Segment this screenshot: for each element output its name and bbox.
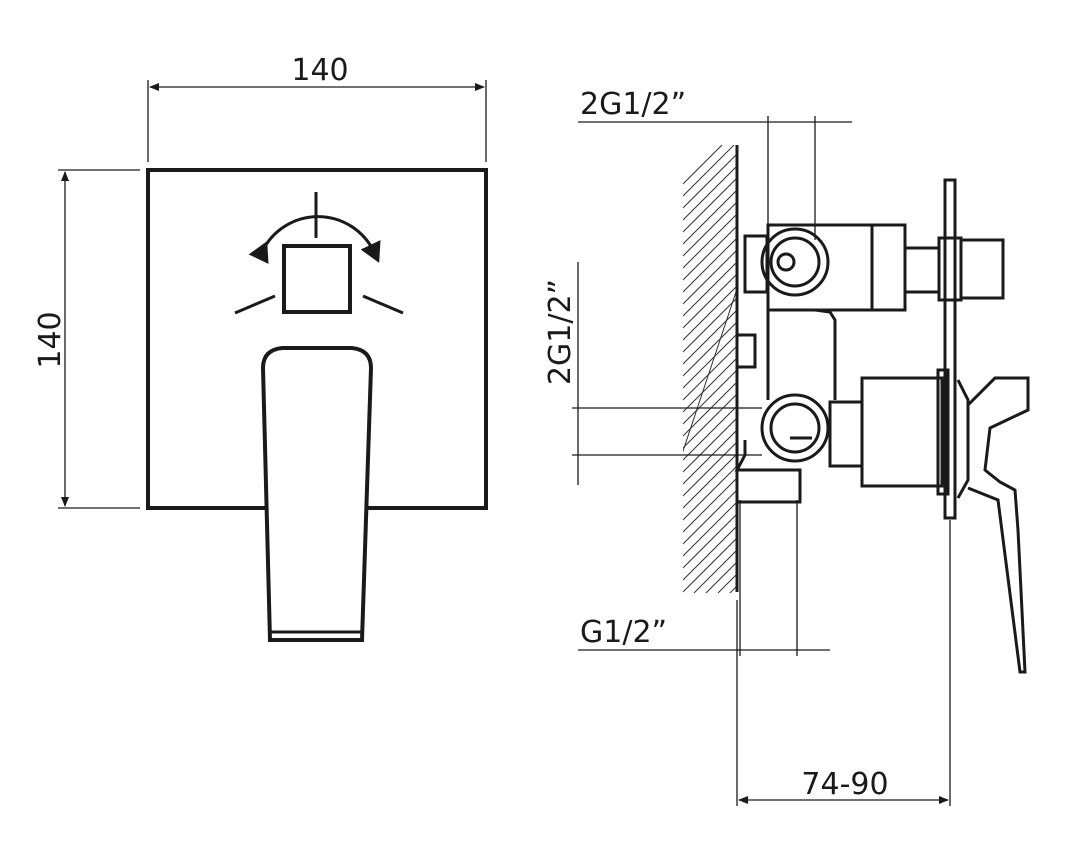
hatch-line: [683, 393, 737, 449]
hatch-line: [683, 598, 737, 652]
mounting-plate-edge: [943, 178, 957, 520]
hatch-line: [683, 357, 737, 413]
hatch-line: [683, 237, 737, 293]
hatch-line: [693, 549, 737, 593]
hatch-line: [683, 145, 735, 197]
hatch-line: [683, 177, 737, 233]
inlet-thread-label: 2G1/2”: [543, 279, 578, 385]
hatch-line: [683, 622, 737, 676]
hatch-line: [683, 297, 737, 353]
hatch-line: [683, 405, 737, 461]
hatch-line: [683, 285, 737, 341]
hatch-line: [683, 525, 737, 581]
hatch-line: [683, 682, 737, 736]
hatch-line: [683, 441, 737, 497]
hatch-line: [683, 165, 737, 221]
height-dimension: 140: [33, 169, 140, 509]
bottom-thread-label: G1/2”: [580, 615, 667, 650]
hatch-line: [683, 189, 737, 245]
width-dimension: 140: [147, 53, 487, 162]
wall-hatch: (function(){ var g=document.currentScrip…: [683, 145, 737, 748]
bottom-thread-dimension: G1/2”: [578, 500, 830, 656]
hatch-line: [683, 153, 737, 209]
diverter-knob: [282, 244, 352, 314]
hatch-line: [705, 561, 737, 593]
cover-plate: [146, 168, 488, 510]
hatch-line: [683, 537, 737, 593]
hatch-line: [683, 321, 737, 377]
hatch-line: [683, 213, 737, 269]
depth-label: 74-90: [801, 767, 888, 802]
valve-body: [734, 178, 1030, 674]
hatch-line: [683, 465, 737, 521]
outlet-thread-dimension: 2G1/2”: [578, 87, 852, 240]
hatch-line: [683, 634, 737, 688]
depth-dimension: 74-90: [736, 520, 951, 806]
outlet-thread-label: 2G1/2”: [580, 87, 686, 122]
hatch-line: [683, 333, 737, 389]
hatch-line: [683, 453, 737, 509]
hatch-line: [683, 489, 737, 545]
hatch-line: [683, 501, 737, 557]
hatch-line: [683, 261, 737, 317]
hatch-line: [683, 201, 737, 257]
hatch-line: [683, 477, 737, 533]
hatch-line: [683, 145, 723, 185]
hatch-line: [683, 369, 737, 425]
hatch-line: [683, 345, 737, 401]
hatch-line: [683, 670, 737, 724]
hatch-line: [729, 585, 737, 593]
hatch-line: [683, 417, 737, 473]
hatch-line: [683, 513, 737, 569]
lever-handle: [260, 346, 374, 642]
upper-outlet-port: [760, 227, 830, 297]
hatch-line: [683, 381, 737, 437]
hatch-line: [683, 249, 737, 305]
side-view: (function(){ var g=document.currentScrip…: [543, 87, 1030, 806]
hatch-line: [683, 309, 737, 365]
side-lever-handle: [966, 376, 1030, 674]
inlet-thread-dimension: 2G1/2”: [543, 262, 762, 485]
hatch-line: [717, 573, 737, 593]
hatch-line: [683, 273, 737, 329]
height-label: 140: [33, 311, 68, 368]
hatch-line: [683, 646, 737, 700]
rotation-arrows-icon: [248, 215, 381, 264]
lower-inlet-port: [760, 393, 830, 463]
width-label: 140: [291, 53, 348, 88]
hatch-line: [683, 225, 737, 281]
front-view: 140 140: [33, 53, 488, 642]
hatch-line: [683, 610, 737, 664]
hatch-line: [683, 429, 737, 485]
hatch-line: [683, 658, 737, 712]
hatch-line: [683, 694, 737, 748]
